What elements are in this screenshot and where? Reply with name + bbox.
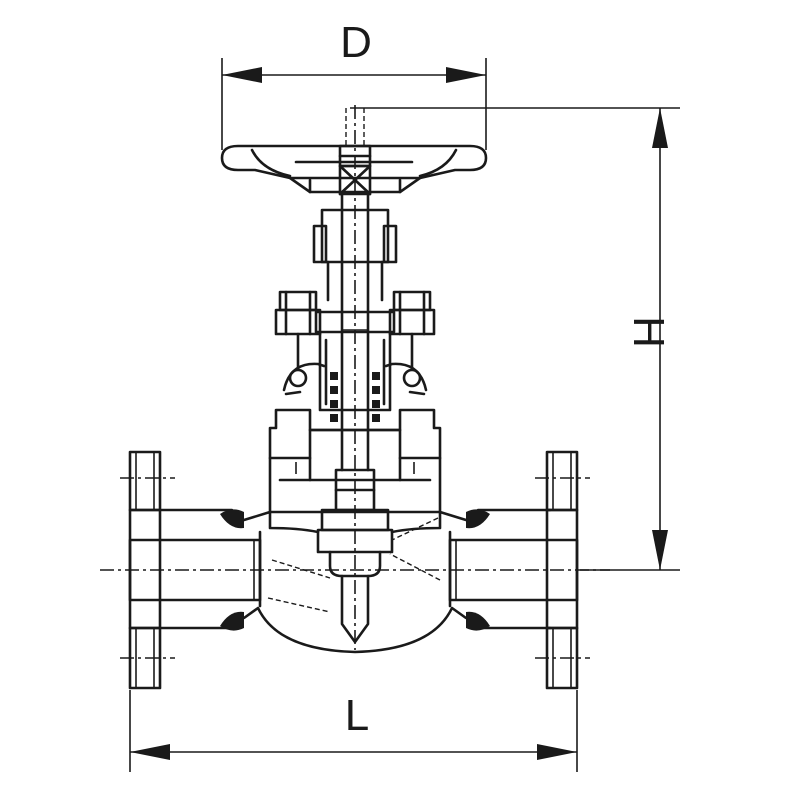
dimension-h: H	[350, 107, 680, 571]
dim-d-arrow-right	[446, 67, 486, 83]
gland-bolt-left	[274, 290, 326, 396]
dim-d-arrow-left	[222, 67, 262, 83]
dim-h-label: H	[624, 316, 673, 348]
valve-disc	[316, 468, 394, 644]
flange-right	[545, 450, 579, 690]
flange-left	[128, 450, 162, 690]
dim-l-arrow-right	[537, 744, 577, 760]
bonnet	[268, 408, 442, 514]
handwheel	[220, 144, 488, 194]
dim-h-arrow-top	[652, 108, 668, 148]
gland-flange	[314, 310, 396, 412]
dim-h-arrow-bottom	[652, 530, 668, 570]
dim-d-label: D	[340, 18, 372, 67]
dimension-l: L	[129, 690, 578, 772]
dim-l-arrow-left	[130, 744, 170, 760]
dimension-d: D	[221, 18, 487, 150]
yoke	[312, 208, 398, 302]
stem-nut	[338, 108, 372, 196]
stem-packing	[330, 372, 380, 422]
gland-bolt-right	[384, 290, 436, 396]
dim-l-label: L	[345, 691, 369, 740]
